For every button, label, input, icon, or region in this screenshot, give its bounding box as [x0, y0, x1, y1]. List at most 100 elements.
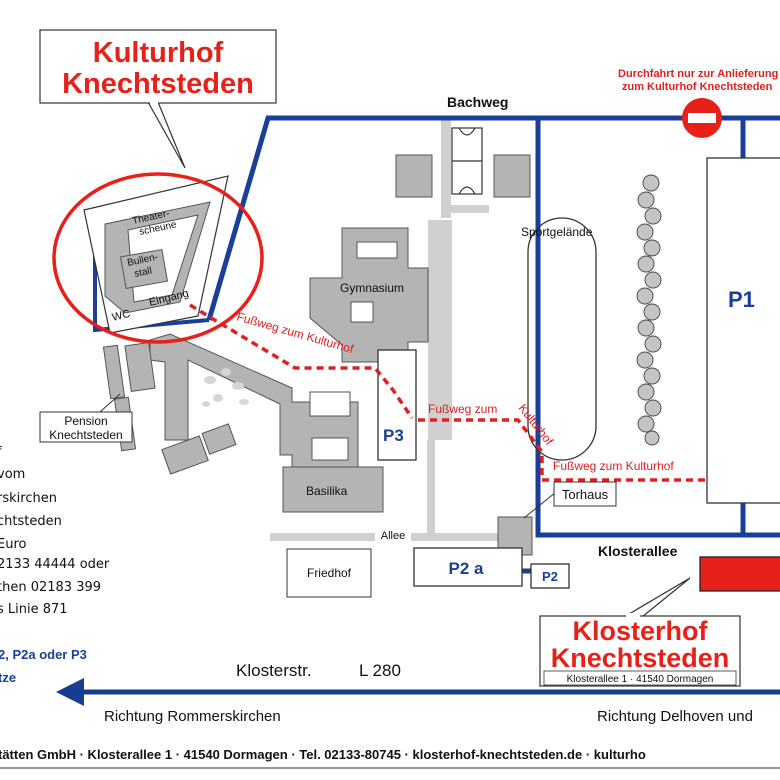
friedhof-area [286, 548, 372, 598]
footpath-1 [189, 303, 414, 419]
garden-shrubs [202, 368, 249, 407]
direction-right: Richtung Delhoven und [597, 708, 753, 725]
pension-label-box [39, 411, 133, 443]
monastery-wing [149, 333, 359, 471]
no-entry-sign-icon [682, 98, 722, 138]
pension-building-1 [102, 344, 126, 400]
parking-p3-label: P3 [383, 426, 404, 445]
footpath-2 [418, 418, 710, 482]
tree [637, 191, 655, 209]
info-line: chtsteden [0, 514, 62, 529]
footpath-label-2a: Fußweg zum [428, 402, 497, 416]
tree [642, 174, 660, 192]
kulturhof-highlight-ellipse [52, 172, 264, 344]
klosterhof-building [699, 556, 780, 592]
allee-label: Allee [381, 530, 405, 542]
basilika-windows [309, 391, 351, 461]
building-top-1 [395, 154, 433, 198]
access-notice-1: Durchfahrt nur zur Anlieferung [618, 68, 778, 80]
gray-path-sport [443, 205, 489, 213]
pension-building-2 [124, 341, 156, 393]
basketball-court-icon [451, 127, 483, 195]
klosterstr-label: Klosterstr. [236, 661, 312, 680]
klosterhof-address: Klosterallee 1 · 41540 Dormagen [567, 674, 714, 685]
tree [636, 351, 654, 369]
tree [644, 335, 662, 353]
bullenstall-label-2: stall [133, 265, 153, 279]
parking-p2-label: P2 [542, 569, 558, 584]
parking-p2a-area [413, 547, 523, 587]
torhaus-pointer [523, 491, 557, 519]
klosterhof-address-box [543, 670, 737, 686]
direction-left: Richtung Rommerskirchen [104, 708, 281, 725]
basilika-label: Basilika [306, 484, 348, 498]
tree [637, 415, 655, 433]
torhaus-label-box [553, 481, 617, 507]
pension-label-2: Knechtsteden [49, 428, 122, 442]
annex-2 [201, 423, 237, 455]
info-line: Euro [0, 537, 27, 552]
annex-1 [161, 435, 209, 475]
gray-path-bachweg-link [441, 118, 451, 218]
kulturhof-title-1: Kulturhof [93, 37, 224, 69]
gray-path-vertical [428, 220, 452, 440]
pension-pointer [99, 393, 121, 413]
friedhof-label: Friedhof [307, 566, 352, 580]
footpaths [189, 303, 710, 482]
gray-path-lower [427, 440, 435, 535]
tree [636, 287, 654, 305]
gymnasium-label: Gymnasium [340, 281, 404, 295]
tree [644, 399, 662, 417]
footer-text: tätten GmbH · Klosterallee 1 · 41540 Dor… [0, 747, 646, 762]
wc-label: WC [111, 308, 132, 324]
basilika-complex [102, 333, 384, 513]
tree [644, 207, 662, 225]
tree [637, 319, 655, 337]
tree-row [636, 174, 662, 446]
klosterhof-title-2: Knechtsteden [551, 643, 730, 673]
info-line: rskirchen [0, 491, 57, 506]
top-buildings [395, 154, 531, 198]
tree [644, 271, 662, 289]
info-line: f [0, 445, 2, 460]
sportgelaende-label: Sportgelände [521, 225, 593, 239]
klosterhof-title-1: Klosterhof [573, 616, 709, 646]
parking-p1-label: P1 [728, 287, 755, 312]
kulturhof-callout [39, 29, 277, 169]
tree [643, 239, 661, 257]
info-parking-line-1: 2, P2a oder P3 [0, 647, 87, 662]
torhaus-label: Torhaus [562, 487, 609, 502]
access-notice-2: zum Kulturhof Knechtsteden [622, 81, 773, 93]
tree [643, 367, 661, 385]
arrow-left-icon [56, 678, 84, 706]
tree [637, 255, 655, 273]
tree [644, 430, 660, 446]
l280-label: L 280 [359, 661, 401, 680]
info-line: then 02183 399 [0, 580, 102, 595]
info-line: s Linie 871 [0, 602, 68, 617]
basilika-building [282, 466, 384, 513]
route-bachweg [206, 115, 780, 321]
info-line: vom [0, 467, 26, 482]
pension-label-1: Pension [64, 414, 107, 428]
info-line: 2133 44444 oder [0, 557, 110, 572]
route-vertical [535, 118, 780, 538]
kulturhof-complex [83, 175, 229, 334]
klosterallee-label: Klosterallee [598, 543, 678, 559]
parking-p2-area [530, 563, 570, 589]
info-parking-line-2: tze [0, 670, 17, 685]
building-top-2 [493, 154, 531, 198]
tree [637, 383, 655, 401]
allee-label-bg [375, 528, 411, 542]
tree [643, 303, 661, 321]
kulturhof-title-2: Knechtsteden [62, 68, 254, 100]
blue-access-routes [206, 115, 780, 574]
parking-p2a-label: P2 a [449, 559, 485, 578]
tree [636, 223, 654, 241]
footpath-label-3: Fußweg zum Kulturhof [553, 459, 674, 473]
sport-track [527, 217, 597, 461]
bachweg-label: Bachweg [447, 94, 508, 110]
parking-p1-area [706, 157, 780, 504]
parking-p3-area [377, 349, 417, 461]
